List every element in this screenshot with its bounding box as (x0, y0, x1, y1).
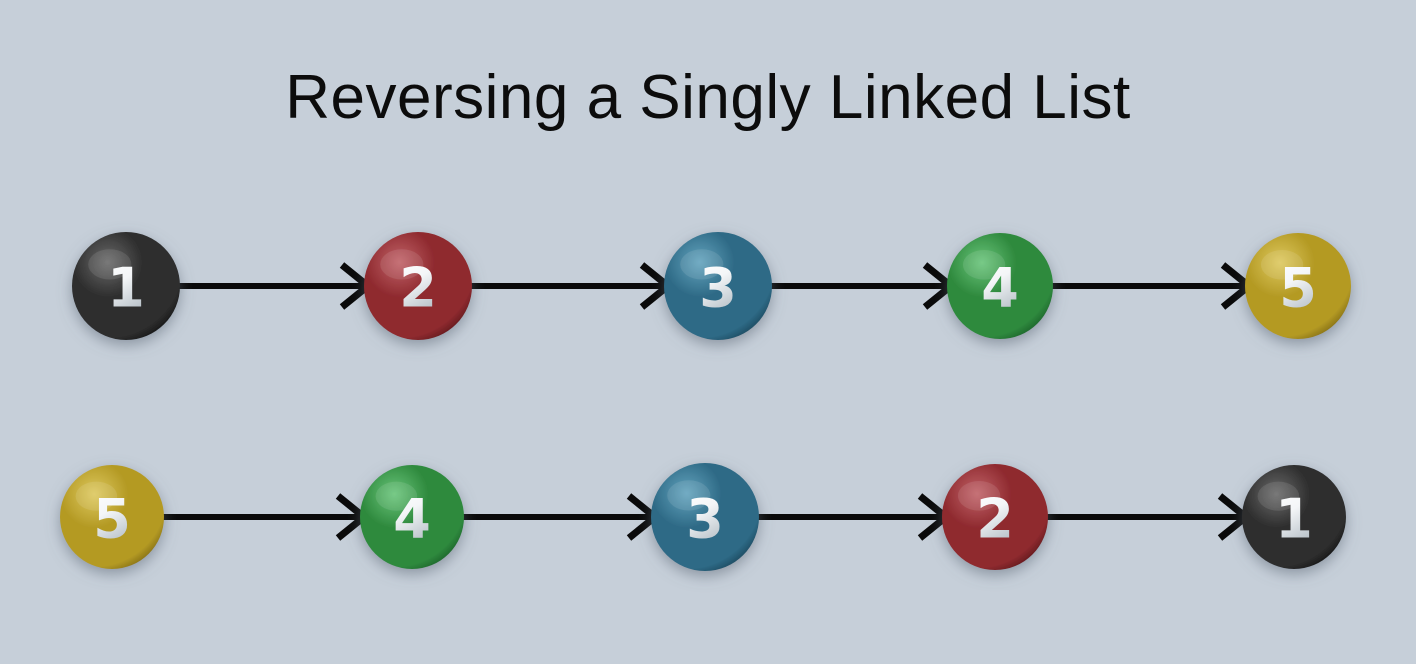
list-node[interactable]: 5 (1245, 233, 1351, 339)
list-node[interactable]: 3 (651, 463, 759, 571)
original-list: 1 2 3 4 5 (72, 232, 1351, 340)
list-node-label: 4 (393, 488, 431, 551)
reversed-list: 5 4 3 2 1 (60, 463, 1346, 571)
list-node[interactable]: 1 (1242, 465, 1346, 569)
list-arrow (766, 262, 957, 310)
list-arrow (1042, 493, 1252, 541)
list-node-label: 5 (93, 488, 131, 551)
list-arrow (1047, 262, 1255, 310)
list-node[interactable]: 2 (942, 464, 1048, 570)
list-node-label: 2 (976, 488, 1014, 551)
list-arrow (466, 262, 674, 310)
list-node[interactable]: 1 (72, 232, 180, 340)
list-arrow (158, 493, 370, 541)
list-node[interactable]: 2 (364, 232, 472, 340)
list-arrow (174, 262, 374, 310)
list-node-label: 1 (107, 257, 145, 320)
list-node[interactable]: 4 (360, 465, 464, 569)
list-node[interactable]: 3 (664, 232, 772, 340)
list-arrow (458, 493, 661, 541)
list-node-label: 4 (981, 257, 1019, 320)
list-node-label: 1 (1275, 488, 1313, 551)
list-node[interactable]: 4 (947, 233, 1053, 339)
list-node-label: 3 (686, 488, 724, 551)
list-arrow (753, 493, 952, 541)
list-node-label: 3 (699, 257, 737, 320)
list-node[interactable]: 5 (60, 465, 164, 569)
list-node-label: 2 (399, 257, 437, 320)
page-title: Reversing a Singly Linked List (285, 63, 1131, 132)
list-node-label: 5 (1279, 257, 1317, 320)
